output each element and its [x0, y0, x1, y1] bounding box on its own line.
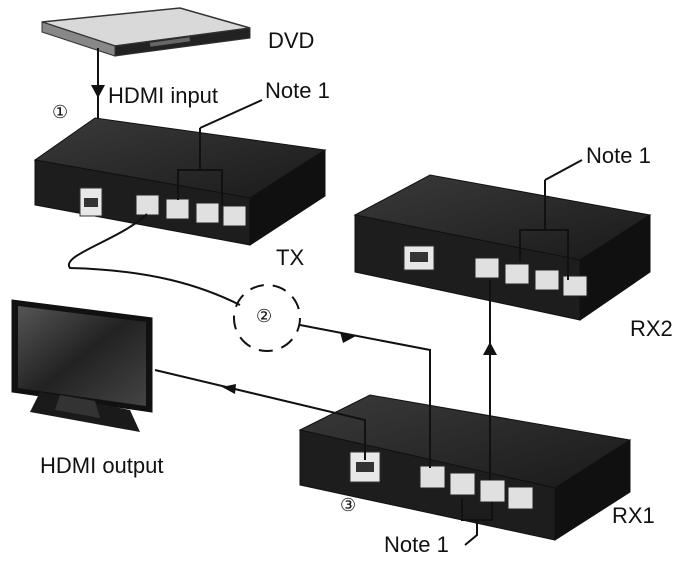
step-1-marker: ① — [52, 102, 69, 123]
rx1-label: RX1 — [612, 503, 655, 528]
network-cable-tx-rx1 — [67, 213, 431, 468]
dvd-label: DVD — [268, 28, 315, 53]
network-cable-rx1-rx2 — [483, 280, 497, 480]
tv-monitor-icon — [11, 299, 153, 432]
rx1-device — [298, 394, 632, 541]
note1-tx-label: Note 1 — [265, 78, 330, 103]
tx-device — [33, 117, 327, 246]
step-3-marker: ③ — [340, 495, 357, 516]
hdmi-output-label: HDMI output — [40, 453, 164, 478]
step-2-marker: ② — [256, 306, 273, 327]
dvd-player-icon — [41, 7, 251, 57]
note1-rx1-label: Note 1 — [384, 532, 449, 557]
rx2-device — [353, 174, 652, 321]
hdmi-output-cable — [154, 369, 366, 460]
hdmi-input-label: HDMI input — [108, 83, 219, 108]
rx2-label: RX2 — [630, 316, 673, 341]
tx-label: TX — [276, 245, 305, 270]
note1-rx2-label: Note 1 — [586, 143, 651, 168]
